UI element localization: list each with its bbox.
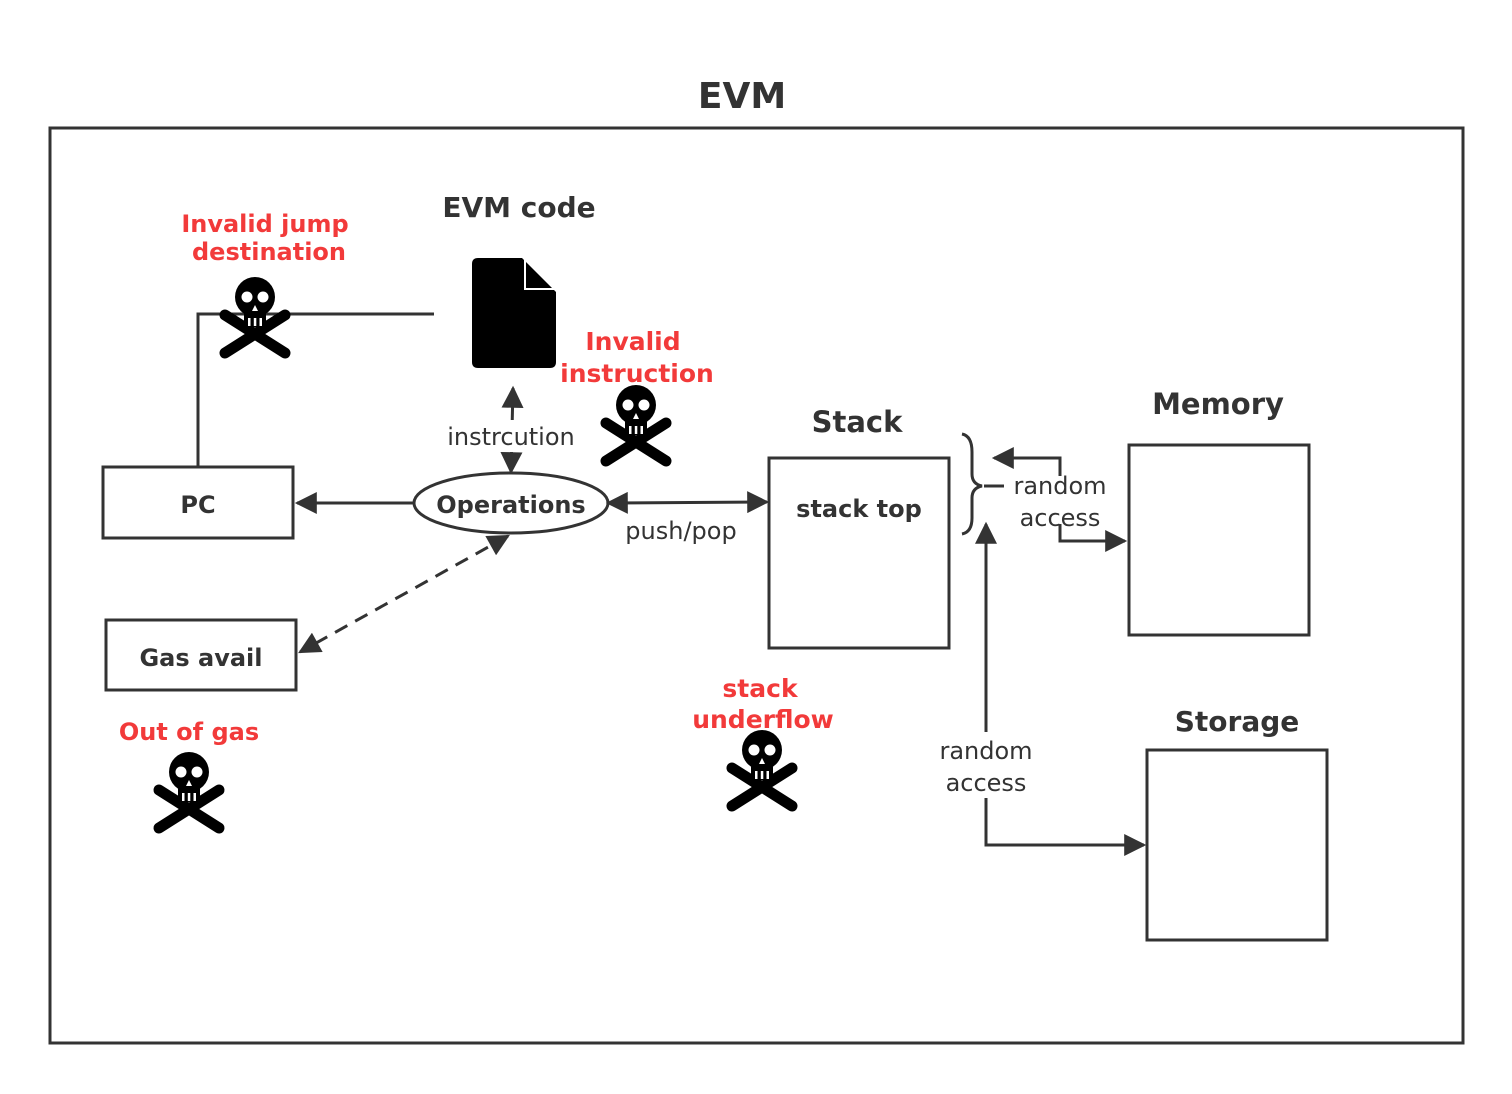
- skull-crossbones-icon: [159, 752, 219, 828]
- pc-label: PC: [180, 491, 215, 519]
- memory-title: Memory: [1152, 387, 1284, 421]
- out-of-gas-label: Out of gas: [119, 718, 259, 746]
- invalid-jump-label-1: Invalid jump: [181, 210, 348, 238]
- invalid-jump-label-2: destination: [192, 238, 346, 266]
- memory-access-label-1: random: [1013, 472, 1106, 500]
- stack-top-label: stack top: [796, 495, 922, 523]
- stack-brace: [961, 432, 983, 536]
- storage-title: Storage: [1175, 705, 1300, 738]
- gas-avail-box: [104, 618, 298, 692]
- stack-title: Stack: [812, 405, 904, 439]
- memory-access-label-2: access: [1020, 504, 1101, 532]
- operations-gas-arrow: [298, 534, 510, 654]
- stack-box: [767, 456, 951, 650]
- invalid-instruction-label-1: Invalid: [585, 327, 680, 356]
- operations-stack-arrow: [605, 491, 770, 514]
- evm-code-label: EVM code: [442, 191, 595, 224]
- invalid-instruction-label-2: instruction: [560, 359, 714, 388]
- storage-label-bg: [930, 732, 1042, 798]
- storage-access-label-2: access: [946, 769, 1027, 797]
- skull-crossbones-icon: [732, 730, 792, 806]
- storage-box: [1145, 748, 1329, 942]
- skull-crossbones-icon: [606, 385, 666, 461]
- evm-frame: [48, 126, 1465, 1045]
- gas-avail-label: Gas avail: [139, 644, 262, 672]
- memory-read-arrow: [991, 447, 1062, 476]
- stack-underflow-label-1: stack: [722, 674, 799, 703]
- document-icon: [472, 258, 556, 368]
- storage-access-label-1: random: [939, 737, 1032, 765]
- storage-access-arrow: [975, 521, 1147, 856]
- push-pop-label: push/pop: [625, 517, 736, 545]
- diagram-title: EVM: [698, 76, 786, 117]
- stack-underflow-label-2: underflow: [692, 705, 834, 734]
- operations-label: Operations: [436, 491, 585, 519]
- instruction-label: instrcution: [447, 423, 575, 451]
- memory-box: [1127, 443, 1311, 637]
- pc-code-connector: [196, 312, 434, 467]
- instruction-label-bg: [440, 420, 582, 452]
- skull-crossbones-icon: [225, 277, 285, 353]
